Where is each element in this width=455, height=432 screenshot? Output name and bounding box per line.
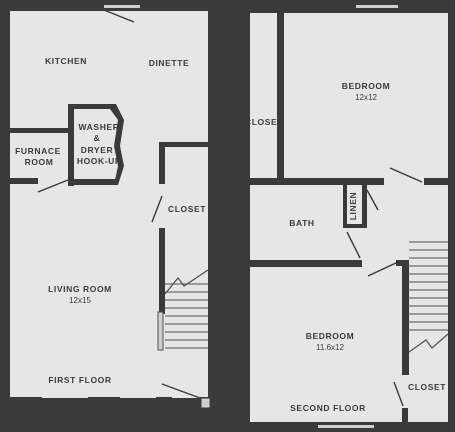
first-floor-area — [8, 10, 209, 398]
washer-door-frame — [103, 104, 124, 185]
sf-top-wall — [244, 4, 455, 13]
closet-left-wall-upper — [159, 142, 165, 184]
bedroom-bottom-label: BEDROOM — [306, 331, 355, 341]
second-floor-labels: BEDROOM 12x12 CLOSET LINEN BATH BEDROOM … — [245, 81, 446, 413]
first-floor-stairs — [157, 269, 209, 351]
ff-left-wall — [4, 4, 10, 406]
bedroom-top-door-swing — [389, 167, 423, 183]
washer-label-1: WASHER — [79, 122, 120, 132]
second-floor-walls — [244, 4, 455, 432]
closet-top-wall — [159, 142, 209, 147]
second-floor-stairs — [408, 241, 449, 353]
washer-left-wall — [68, 104, 74, 186]
sf-right-wall — [448, 4, 455, 432]
linen-right-wall — [362, 185, 367, 228]
closet-bedroom-divider — [277, 12, 284, 183]
first-floor-title: FIRST FLOOR — [48, 375, 111, 385]
furnace-bottom-wall — [8, 178, 38, 184]
linen-bottom-wall — [343, 224, 367, 228]
closet-bottom-door-swing — [393, 381, 404, 407]
first-floor-closet-label: CLOSET — [168, 204, 206, 214]
second-floor-doors — [346, 167, 423, 407]
bath-door-swing — [346, 231, 361, 259]
washer-top-wall — [68, 104, 103, 109]
floor-fills — [8, 10, 449, 422]
sf-top-window — [356, 5, 398, 8]
kitchen-door-swing — [103, 9, 135, 23]
living-room-size: 12x15 — [69, 296, 91, 305]
entry-door-swing — [161, 383, 201, 399]
first-floor-walls — [4, 4, 215, 406]
kitchen-label: KITCHEN — [45, 56, 87, 66]
furnace-top-wall — [8, 128, 70, 133]
stairwell-top-wall — [396, 260, 409, 266]
ff-bottom-wall-mid — [88, 397, 120, 406]
entry-door-knob — [200, 397, 211, 409]
dinette-label: DINETTE — [149, 58, 190, 68]
first-floor-doors — [37, 9, 201, 399]
furnace-label-1: FURNACE — [15, 146, 61, 156]
closet-left-wall-lower — [159, 228, 165, 314]
bedroom-bottom-door-swing — [367, 261, 399, 277]
first-floor-labels: KITCHEN DINETTE WASHER & DRYER HOOK-UP F… — [15, 56, 206, 385]
ff-bottom-wall-left — [4, 397, 42, 406]
washer-label-2: & — [94, 133, 101, 143]
washer-label-4: HOOK-UP — [77, 156, 121, 166]
washer-label-3: DRYER — [81, 145, 113, 155]
closet-bottom-left-wall — [402, 408, 408, 424]
linen-label: LINEN — [348, 192, 358, 221]
bedroom-top-size: 12x12 — [355, 93, 377, 102]
ff-right-wall — [208, 4, 215, 406]
furnace-label-2: ROOM — [25, 157, 54, 167]
second-floor-closet-left-label: CLOSET — [245, 117, 283, 127]
bedroom-bath-wall — [248, 178, 384, 185]
bath-label: BATH — [289, 218, 314, 228]
bedroom-hall-wall-right — [424, 178, 449, 185]
furnace-door-swing — [37, 179, 69, 193]
second-floor-closet-bottom-label: CLOSET — [408, 382, 446, 392]
bath-bottom-wall — [248, 260, 362, 267]
linen-left-wall — [343, 185, 347, 228]
living-room-label: LIVING ROOM — [48, 284, 112, 294]
closet-door-swing — [151, 195, 163, 223]
washer-bottom-wall — [68, 179, 116, 185]
ff-bottom-wall-right — [156, 397, 172, 406]
stairwell-left-wall — [402, 260, 409, 375]
linen-door-swing — [366, 189, 379, 211]
second-floor-title: SECOND FLOOR — [290, 403, 366, 413]
ff-top-window — [104, 5, 140, 8]
bedroom-bottom-size: 11.6x12 — [316, 343, 344, 352]
bedroom-top-label: BEDROOM — [342, 81, 391, 91]
sf-left-wall — [244, 4, 250, 432]
sf-bottom-window — [318, 425, 374, 428]
